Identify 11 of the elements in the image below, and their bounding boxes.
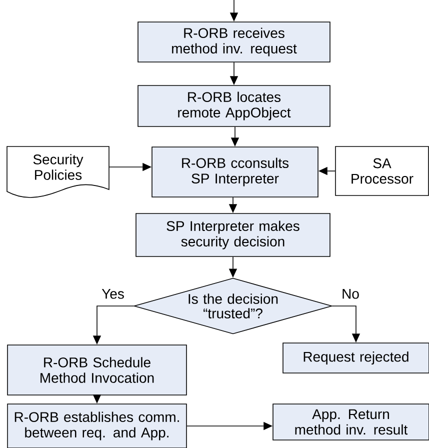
process-box: R-ORB locates remote AppObject xyxy=(138,85,330,127)
process-box: R-ORB establishes comm. between req. and App. xyxy=(7,404,187,448)
process-box: R-ORB Schedule Method Invocation xyxy=(7,344,187,396)
edge-label: No xyxy=(342,289,359,299)
edge-label: Yes xyxy=(102,289,124,299)
process-box: R-ORB receives method inv. request xyxy=(138,22,330,62)
process-box: SP Interpreter makes security decision xyxy=(136,213,330,257)
process-box: App. Return method inv. result xyxy=(272,404,429,440)
process-box: SA Processor xyxy=(335,146,429,196)
process-box: R-ORB cconsults SP Interpreter xyxy=(152,146,318,198)
process-box: Request rejected xyxy=(282,342,429,374)
